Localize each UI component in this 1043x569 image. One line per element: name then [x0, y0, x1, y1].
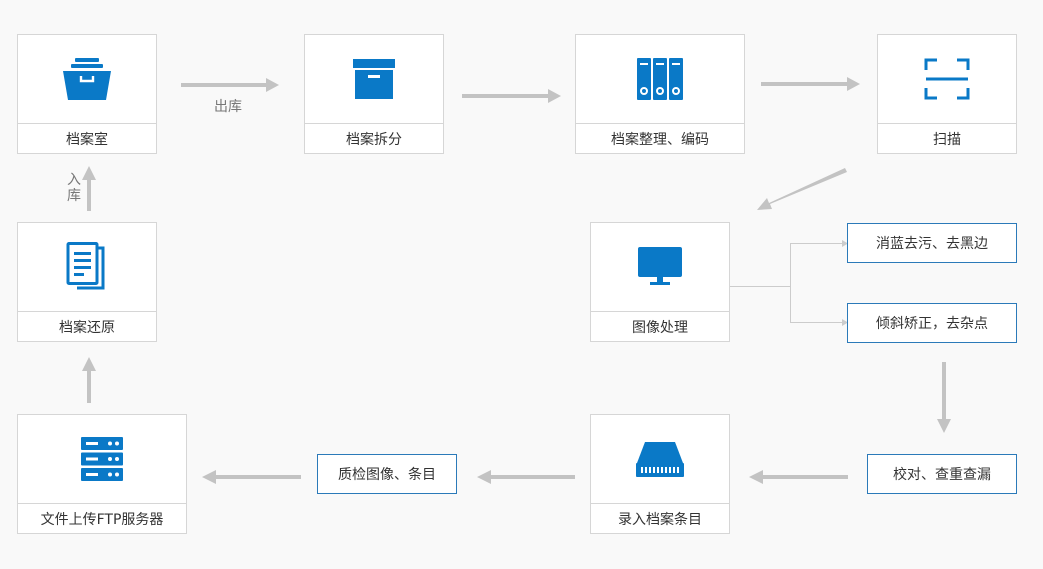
node-enter-entries: 录入档案条目: [590, 414, 730, 534]
node-label: 档案拆分: [346, 131, 402, 148]
scan-frame-icon: [924, 58, 970, 100]
hard-drive-icon: [635, 439, 685, 479]
arrow-4: [757, 168, 847, 210]
node-label: 档案整理、编码: [611, 131, 709, 148]
node-scan: 扫描: [877, 34, 1017, 154]
arrow-1: [181, 78, 279, 92]
node-archive-room: 档案室: [17, 34, 157, 154]
node-label: 档案还原: [59, 319, 115, 336]
archive-drawer-icon: [62, 57, 112, 101]
node-label: 扫描: [933, 131, 961, 148]
arrow-9: [82, 357, 96, 403]
node-label: 档案室: [66, 131, 108, 148]
tag-quality-check: 质检图像、条目: [317, 454, 457, 494]
arrow-5: [937, 362, 951, 433]
node-label: 录入档案条目: [618, 511, 702, 528]
tag-skew-correction: 倾斜矫正，去杂点: [847, 303, 1017, 343]
out-of-storage-label: 出库: [214, 99, 242, 115]
node-ftp-upload: 文件上传FTP服务器: [17, 414, 187, 534]
node-archive-organize: 档案整理、编码: [575, 34, 745, 154]
node-archive-split: 档案拆分: [304, 34, 444, 154]
image-processing-connector: [730, 243, 845, 323]
arrow-7: [477, 470, 575, 484]
arrow-10: [82, 166, 96, 211]
monitor-icon: [637, 246, 683, 288]
archive-box-icon: [352, 57, 396, 101]
arrow-8: [202, 470, 301, 484]
documents-icon: [65, 242, 109, 292]
binders-icon: [636, 57, 684, 101]
into-storage-label: 入库: [67, 172, 81, 204]
node-label: 文件上传FTP服务器: [40, 511, 164, 528]
arrow-6: [749, 470, 848, 484]
arrow-2: [462, 89, 561, 103]
tag-proofread-check: 校对、查重查漏: [867, 454, 1017, 494]
server-icon: [80, 436, 124, 482]
node-image-processing: 图像处理: [590, 222, 730, 342]
node-archive-restore: 档案还原: [17, 222, 157, 342]
arrow-3: [761, 77, 860, 91]
node-label: 图像处理: [632, 319, 688, 336]
tag-stain-removal: 消蓝去污、去黑边: [847, 223, 1017, 263]
